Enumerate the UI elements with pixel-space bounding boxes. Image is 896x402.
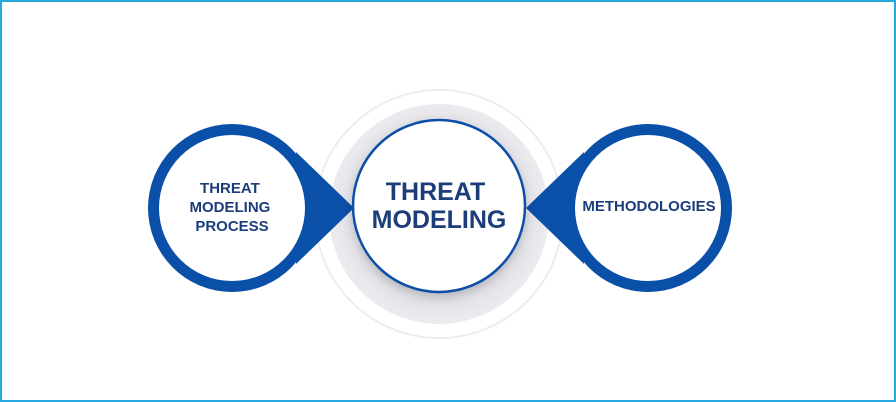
left-node-line-1: THREAT xyxy=(200,180,260,197)
right-node xyxy=(526,124,732,292)
center-node-label: THREAT MODELING xyxy=(372,178,507,234)
right-node-label: METHODOLOGIES xyxy=(582,198,715,215)
left-node xyxy=(148,124,354,292)
left-pointer xyxy=(296,152,354,264)
right-node-line-1: METHODOLOGIES xyxy=(582,198,715,215)
left-node-line-2: MODELING xyxy=(189,199,270,216)
center-node-line-1: THREAT xyxy=(386,178,486,206)
center-node-line-2: MODELING xyxy=(372,206,507,234)
left-node-label: THREAT MODELING PROCESS xyxy=(189,180,274,235)
right-pointer xyxy=(526,152,584,264)
left-node-line-3: PROCESS xyxy=(195,218,268,235)
center-node xyxy=(351,118,527,294)
